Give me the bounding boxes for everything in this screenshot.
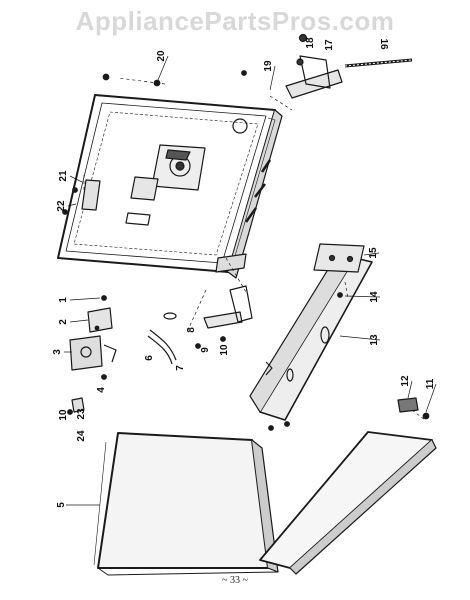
callout-19: 19 [263, 60, 274, 72]
page-number: ~ 33 ~ [222, 575, 248, 586]
callout-6: 6 [144, 355, 155, 361]
callout-21: 21 [58, 170, 69, 182]
callout-10-left: 10 [58, 409, 69, 421]
hinge-plate [313, 243, 365, 273]
callout-12: 12 [400, 375, 411, 387]
callout-24: 24 [76, 430, 87, 442]
callout-18: 18 [305, 37, 316, 49]
callout-11: 11 [425, 378, 436, 389]
callout-2: 2 [58, 319, 69, 325]
callout-17: 17 [324, 39, 335, 51]
inner-door-panel [57, 94, 283, 279]
callout-9: 9 [200, 347, 211, 353]
callout-20: 20 [156, 50, 167, 62]
callout-23: 23 [76, 408, 87, 420]
callout-10-right: 10 [219, 344, 230, 356]
callout-5: 5 [56, 502, 67, 508]
top-hinge-arm [285, 33, 343, 99]
callout-16: 16 [378, 38, 389, 50]
lower-trim-panel [259, 431, 437, 575]
callout-7: 7 [175, 365, 186, 371]
callout-22: 22 [56, 200, 67, 212]
callout-3: 3 [52, 349, 63, 355]
callout-8: 8 [186, 327, 197, 333]
callout-1: 1 [58, 297, 69, 303]
callout-4: 4 [96, 387, 107, 393]
callout-15: 15 [368, 247, 379, 259]
watermark-logo: AppliancePartsPros.com [75, 6, 395, 36]
outer-door-panel [93, 432, 279, 576]
hinge-channel [249, 249, 373, 421]
